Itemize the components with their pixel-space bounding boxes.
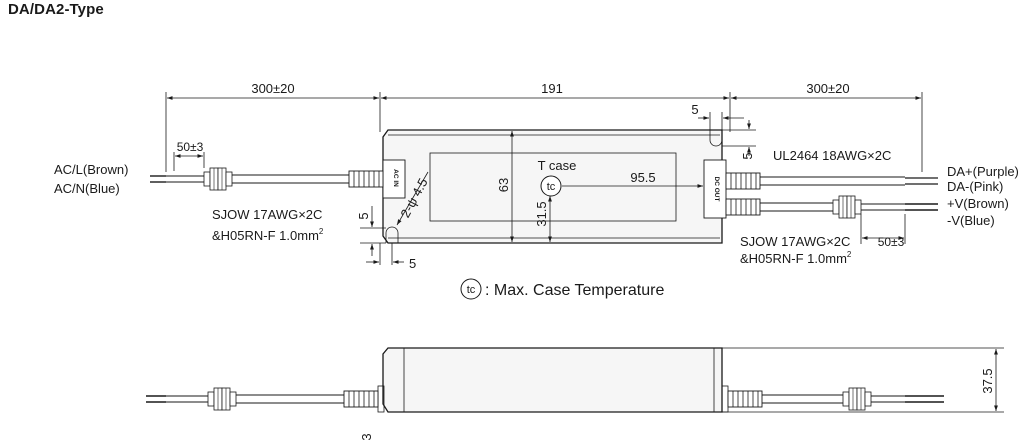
bottom-slot-horizontal: 5 bbox=[409, 256, 416, 271]
tc-height-value: 31.5 bbox=[534, 201, 549, 226]
thickness-value: 37.5 bbox=[980, 368, 995, 393]
ac-live-label: AC/L(Brown) bbox=[54, 162, 128, 177]
tcase-label: T case bbox=[538, 158, 577, 173]
input-strip-length: 50±3 bbox=[177, 140, 204, 154]
output-cable-spec-line1: SJOW 17AWG×2C bbox=[740, 234, 850, 249]
input-cable-spec-line2: &H05RN-F 1.0mm2 bbox=[212, 227, 324, 243]
page-title: DA/DA2-Type bbox=[8, 1, 104, 18]
mounting-slot-icon bbox=[709, 130, 723, 147]
output-connector-icon bbox=[832, 195, 862, 219]
input-connector-icon bbox=[203, 167, 233, 191]
output-cable-assembly: 50±3 UL2464 18AWG×2C DA+(Purple) DA-(Pin… bbox=[725, 148, 1019, 266]
v-plus-label: +V(Brown) bbox=[947, 196, 1009, 211]
side-output-connector-icon bbox=[842, 387, 872, 411]
output-cable-spec-line2: &H05RN-F 1.0mm2 bbox=[740, 250, 852, 266]
top-right-slot-depth: 5 bbox=[740, 152, 755, 159]
output-gland-upper bbox=[725, 172, 761, 190]
input-cable-spec-line1: SJOW 17AWG×2C bbox=[212, 207, 322, 222]
bottom-slot-vertical: 5 bbox=[356, 212, 371, 219]
output-gland-lower bbox=[725, 198, 761, 216]
da-plus-label: DA+(Purple) bbox=[947, 164, 1019, 179]
mounting-slot-icon bbox=[385, 226, 399, 243]
v-minus-label: -V(Blue) bbox=[947, 213, 995, 228]
side-bottom-dimension: 3 bbox=[359, 433, 374, 440]
right-cable-length-value: 300±20 bbox=[806, 81, 849, 96]
side-view: 37.5 3 bbox=[146, 347, 1004, 440]
input-cable-assembly: 50±3 AC/L(Brown) AC/N(Blue) SJOW 17AWG×2… bbox=[54, 140, 384, 243]
tc-legend: tc : Max. Case Temperature bbox=[460, 278, 664, 300]
input-gland bbox=[348, 170, 384, 188]
da-minus-label: DA-(Pink) bbox=[947, 179, 1003, 194]
tc-legend-text: : Max. Case Temperature bbox=[485, 282, 664, 299]
dc-out-port-label: DC OUT bbox=[713, 177, 720, 202]
ac-in-port-label: AC IN bbox=[392, 169, 399, 187]
left-cable-length-value: 300±20 bbox=[251, 81, 294, 96]
top-view: 300±20 191 300±20 AC IN DC OUT 5 bbox=[54, 81, 1019, 300]
side-input-connector-icon bbox=[207, 387, 237, 411]
top-dimension-row: 300±20 191 300±20 bbox=[165, 81, 923, 172]
tc-legend-icon bbox=[460, 278, 482, 300]
side-input-gland bbox=[343, 390, 379, 408]
label-area bbox=[429, 152, 677, 222]
side-output-gland bbox=[727, 390, 763, 408]
height-value: 63 bbox=[496, 178, 511, 192]
tc-marker-text: tc bbox=[547, 181, 556, 193]
top-right-slot-width: 5 bbox=[691, 102, 698, 117]
tc-marker-icon: tc bbox=[540, 175, 562, 197]
dim-cable-spec: UL2464 18AWG×2C bbox=[773, 148, 891, 163]
mounting-slot-top-right: 5 5 bbox=[691, 102, 756, 160]
tc-offset-value: 95.5 bbox=[630, 170, 655, 185]
body-length-value: 191 bbox=[541, 81, 563, 96]
tc-legend-symbol: tc bbox=[467, 284, 476, 296]
case-body-side bbox=[382, 347, 723, 413]
ac-neutral-label: AC/N(Blue) bbox=[54, 181, 120, 196]
output-strip-length: 50±3 bbox=[878, 235, 905, 249]
internal-dimensions: 63 31.5 T case tc 95.5 bbox=[496, 131, 703, 242]
